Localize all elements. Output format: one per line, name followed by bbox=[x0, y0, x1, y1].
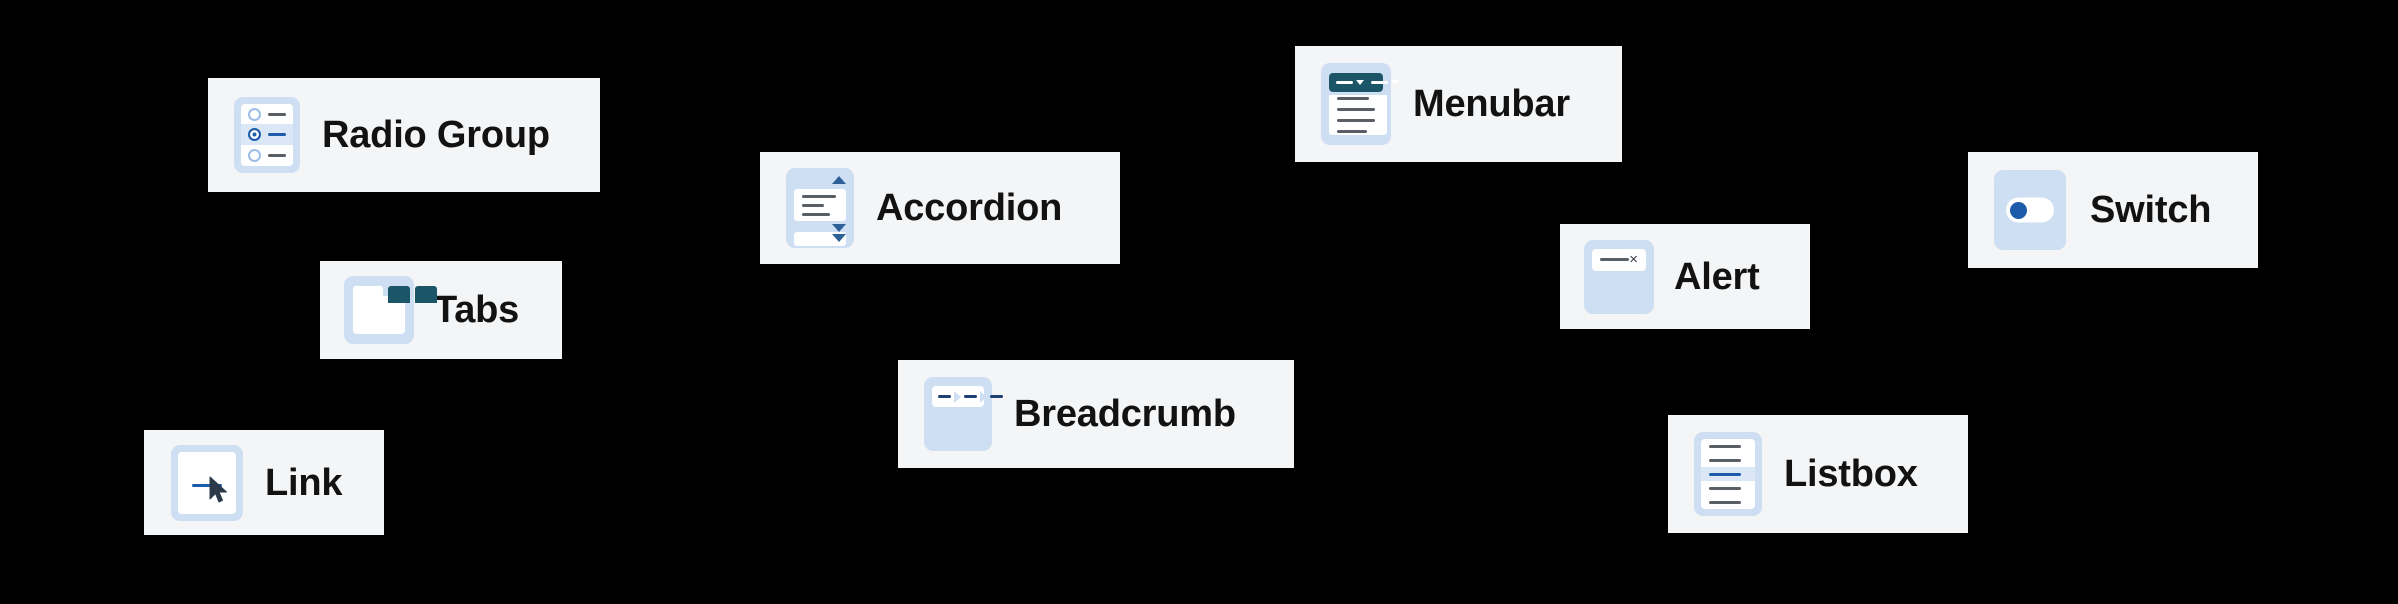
alert-titlebar: × bbox=[1592, 248, 1646, 271]
listbox-item-selected[interactable] bbox=[1701, 467, 1755, 481]
radio-dot-icon bbox=[248, 107, 261, 121]
tab-active[interactable] bbox=[353, 286, 383, 303]
tabs-icon bbox=[344, 276, 437, 344]
radio-option[interactable] bbox=[241, 104, 293, 124]
menubar-menu[interactable] bbox=[1371, 80, 1399, 85]
tab-inactive[interactable] bbox=[388, 286, 410, 303]
radio-label-line bbox=[268, 133, 286, 137]
card-label-breadcrumb: Breadcrumb bbox=[1014, 393, 1236, 435]
alert-title-line bbox=[1600, 258, 1630, 261]
card-label-tabs: Tabs bbox=[434, 289, 520, 331]
card-label-menubar: Menubar bbox=[1413, 83, 1570, 125]
radio-label-line bbox=[268, 153, 286, 157]
card-label-link: Link bbox=[265, 461, 343, 504]
menu-item-line[interactable] bbox=[1337, 130, 1367, 133]
chevron-right-icon bbox=[980, 390, 987, 403]
card-link[interactable]: Link bbox=[144, 430, 384, 535]
link-underline bbox=[191, 483, 222, 487]
card-tabs[interactable]: Tabs bbox=[320, 261, 562, 359]
menubar-dropdown bbox=[1329, 95, 1387, 135]
listbox-item[interactable] bbox=[1701, 481, 1755, 495]
listbox-item-line bbox=[1709, 500, 1741, 504]
card-breadcrumb[interactable]: Breadcrumb bbox=[898, 360, 1294, 468]
listbox-item[interactable] bbox=[1701, 495, 1755, 509]
tabs-strip bbox=[353, 286, 437, 303]
accordion-text-line bbox=[802, 203, 824, 207]
radio-dot-selected-icon bbox=[248, 128, 261, 142]
chevron-down-icon[interactable] bbox=[832, 234, 846, 242]
listbox-item-line bbox=[1709, 486, 1741, 490]
listbox-item[interactable] bbox=[1701, 439, 1755, 453]
card-listbox[interactable]: Listbox bbox=[1668, 415, 1968, 533]
close-icon[interactable]: × bbox=[1629, 251, 1638, 268]
switch-icon bbox=[1994, 170, 2066, 250]
listbox-item-line bbox=[1709, 444, 1741, 448]
menubar-icon bbox=[1321, 63, 1399, 145]
switch-track[interactable] bbox=[2006, 197, 2054, 223]
tab-inactive[interactable] bbox=[415, 286, 437, 303]
chevron-right-icon bbox=[954, 390, 961, 403]
accordion-icon bbox=[786, 168, 854, 248]
card-label-alert: Alert bbox=[1674, 255, 1760, 298]
accordion-expanded-panel bbox=[794, 189, 846, 221]
chevron-down-icon[interactable] bbox=[832, 224, 846, 232]
card-switch[interactable]: Switch bbox=[1968, 152, 2258, 268]
menu-item-line[interactable] bbox=[1337, 97, 1369, 100]
breadcrumb-crumb[interactable] bbox=[990, 395, 1003, 398]
card-label-accordion: Accordion bbox=[876, 187, 1063, 229]
menu-label-line bbox=[1371, 81, 1388, 84]
menu-label-line bbox=[1336, 81, 1353, 84]
alert-icon: × bbox=[1584, 239, 1654, 314]
radio-label-line bbox=[268, 112, 286, 116]
switch-knob[interactable] bbox=[2010, 201, 2027, 219]
radio-option[interactable] bbox=[241, 145, 293, 165]
card-accordion[interactable]: Accordion bbox=[760, 152, 1120, 264]
breadcrumb-crumb[interactable] bbox=[938, 395, 951, 398]
accordion-text-line bbox=[802, 194, 836, 198]
card-radio-group[interactable]: Radio Group bbox=[208, 78, 600, 192]
radio-dot-icon bbox=[248, 148, 261, 162]
chevron-down-icon bbox=[1356, 80, 1364, 85]
menu-item-line[interactable] bbox=[1337, 119, 1375, 122]
cursor-arrow-icon bbox=[209, 476, 228, 503]
chevron-down-icon bbox=[1391, 80, 1399, 85]
listbox-icon bbox=[1694, 432, 1762, 516]
listbox-item-line bbox=[1709, 458, 1741, 462]
listbox-item-line bbox=[1709, 472, 1741, 476]
card-menubar[interactable]: Menubar bbox=[1295, 46, 1622, 162]
breadcrumb-crumb[interactable] bbox=[964, 395, 977, 398]
accordion-text-line bbox=[802, 212, 830, 216]
radio-group-icon bbox=[234, 97, 300, 173]
link-icon bbox=[171, 444, 243, 521]
breadcrumb-trail bbox=[932, 386, 1003, 407]
menubar-strip bbox=[1329, 73, 1399, 92]
card-label-listbox: Listbox bbox=[1784, 453, 1918, 495]
radio-option-selected[interactable] bbox=[241, 124, 293, 145]
chevron-up-icon[interactable] bbox=[832, 176, 846, 184]
listbox-item[interactable] bbox=[1701, 453, 1755, 467]
card-label-switch: Switch bbox=[2090, 189, 2212, 231]
card-alert[interactable]: × Alert bbox=[1560, 224, 1810, 329]
breadcrumb-icon bbox=[924, 377, 1003, 451]
menubar-menu[interactable] bbox=[1336, 80, 1364, 85]
menu-item-line[interactable] bbox=[1337, 108, 1375, 111]
card-label-radio-group: Radio Group bbox=[322, 114, 550, 156]
